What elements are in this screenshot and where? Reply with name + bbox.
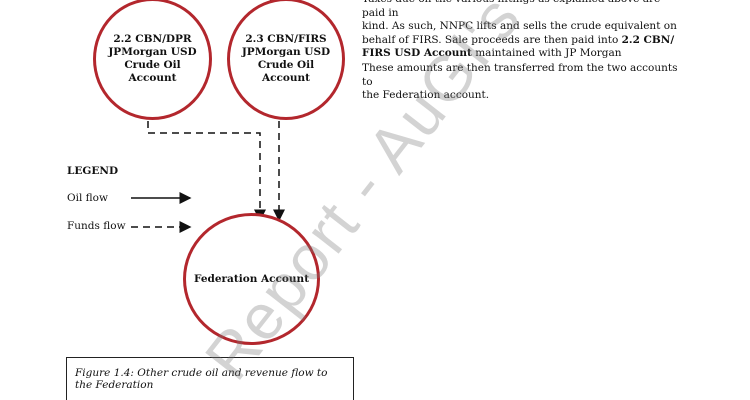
legend-oil-flow-label: Oil flow xyxy=(67,192,108,204)
node-federation-account: Federation Account xyxy=(183,213,320,345)
figure-caption: Figure 1.4: Other crude oil and revenue … xyxy=(66,357,354,400)
legend-title: LEGEND xyxy=(67,165,119,177)
paragraph-taxes: Taxes due on the various liftings as exp… xyxy=(362,0,682,61)
node-cbn-dpr-label: 2.2 CBN/DPR JPMorgan USD Crude Oil Accou… xyxy=(108,33,197,84)
node-cbn-firs-account: 2.3 CBN/FIRS JPMorgan USD Crude Oil Acco… xyxy=(227,0,345,120)
paragraph-taxes-line-2-text: behalf of FIRS. Sale proceeds are then p… xyxy=(362,33,622,46)
paragraph-transfer-line-2: the Federation account. xyxy=(362,89,490,101)
paragraph-taxes-line-2: behalf of FIRS. Sale proceeds are then p… xyxy=(362,34,682,48)
node-cbn-firs-label: 2.3 CBN/FIRS JPMorgan USD Crude Oil Acco… xyxy=(241,33,331,84)
paragraph-taxes-line-0: Taxes due on the various liftings as exp… xyxy=(362,0,660,19)
funds-flow-dpr-to-federation xyxy=(147,121,266,222)
paragraph-transfer-line-1: These amounts are then transferred from … xyxy=(362,62,678,88)
paragraph-taxes-tail: maintained with JP Morgan xyxy=(471,47,622,59)
figure-caption-line-2: the Federation xyxy=(75,379,154,391)
paragraph-taxes-line-1: kind. As such, NNPC lifts and sells the … xyxy=(362,20,677,32)
paragraph-transfer: These amounts are then transferred from … xyxy=(362,62,682,103)
figure-caption-line-1: Figure 1.4: Other crude oil and revenue … xyxy=(75,367,328,379)
paragraph-taxes-line-3: FIRS USD Account maintained with JP Morg… xyxy=(362,47,682,61)
account-ref-bold-2: FIRS USD Account xyxy=(362,47,472,59)
node-cbn-dpr-account: 2.2 CBN/DPR JPMorgan USD Crude Oil Accou… xyxy=(93,0,212,120)
account-ref-bold-1: 2.2 CBN/ xyxy=(621,33,675,46)
node-federation-label: Federation Account xyxy=(193,272,310,285)
legend-funds-flow-label: Funds flow xyxy=(67,220,126,232)
